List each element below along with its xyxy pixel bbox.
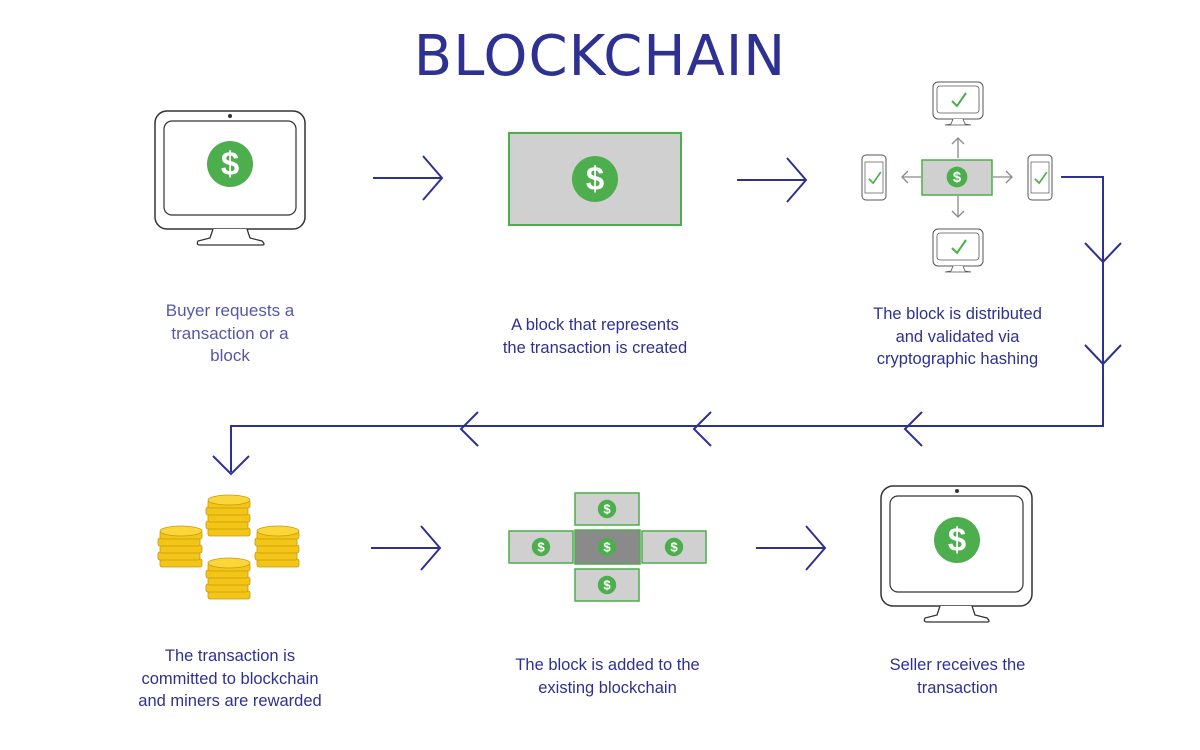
page-title: BLOCKCHAIN xyxy=(413,24,787,89)
dollar-coin-icon xyxy=(597,575,617,595)
block-distribution-icon xyxy=(861,81,1053,273)
dollar-coin-icon xyxy=(934,517,980,563)
blockchain-grid-icon xyxy=(508,492,707,602)
flow-arrow-4 xyxy=(756,525,827,571)
validator-monitor-icon xyxy=(932,81,984,126)
coin-stack-icon xyxy=(205,494,251,537)
dollar-coin-icon xyxy=(531,537,551,557)
flow-arrow-3 xyxy=(371,525,442,571)
dollar-coin-icon xyxy=(664,537,684,557)
coin-stack-icon xyxy=(254,525,300,568)
dollar-coin-icon xyxy=(597,537,617,557)
dollar-coin-icon xyxy=(572,156,618,202)
buyer-monitor-icon xyxy=(154,110,306,246)
flow-arrow-2 xyxy=(737,157,808,203)
seller-monitor-icon xyxy=(880,485,1033,623)
flow-connector xyxy=(212,176,1122,476)
dollar-coin-icon xyxy=(597,499,617,519)
validator-monitor-icon xyxy=(932,228,984,273)
dollar-coin-icon xyxy=(207,141,253,187)
transaction-block-icon xyxy=(508,132,682,226)
dollar-coin-icon xyxy=(946,166,968,188)
coin-stack-icon xyxy=(157,525,203,568)
validator-phone-icon xyxy=(1027,154,1053,201)
validator-phone-icon xyxy=(861,154,887,201)
flow-arrow-1 xyxy=(373,155,444,201)
coin-stack-icon xyxy=(205,557,251,600)
gold-coins-icon xyxy=(157,494,300,600)
